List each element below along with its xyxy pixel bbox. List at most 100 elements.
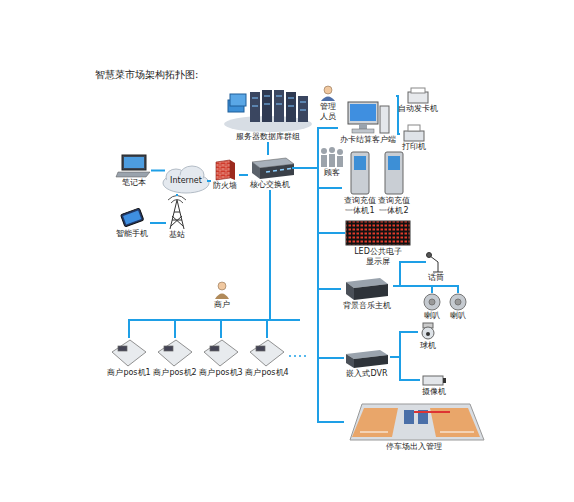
microphone-icon-part [430, 256, 443, 272]
merchant-person-icon [215, 282, 229, 299]
internet-cloud-part [165, 175, 207, 191]
device-node: 喇叭 [422, 293, 442, 321]
customers-icon-part [337, 149, 343, 155]
switch-icon-part [260, 164, 294, 179]
network-link [221, 190, 270, 338]
kiosk-icon-part [351, 152, 369, 194]
device-node: 商户 [212, 281, 232, 310]
pos-machine-icon-part [210, 346, 219, 351]
parking-icon [350, 404, 484, 440]
pos-continuation-part [289, 355, 291, 357]
dvr-icon-part [346, 354, 354, 368]
device-node: 防火墙 [211, 159, 239, 191]
network-link [390, 332, 418, 357]
device-node: 球机 [418, 322, 438, 351]
speaker-icon-part [429, 299, 435, 305]
network-link [396, 96, 398, 118]
card-dispenser-icon-part [408, 92, 428, 103]
music-host-icon-part [346, 282, 354, 300]
switch-icon-part [266, 169, 291, 173]
device-node: 商户pos机3 [197, 338, 244, 378]
merchant-person-icon-part [215, 294, 229, 300]
parking-icon-part [350, 404, 484, 440]
node-label: 查询充值 一体机2 [378, 196, 410, 216]
node-label: 商户 [214, 300, 230, 310]
device-node: LED公共电子 显示屏 [345, 220, 411, 267]
server-cluster-icon-part [274, 90, 284, 122]
network-link [393, 262, 426, 286]
pos-continuation-part [299, 355, 301, 357]
pos-machine-icon-part [112, 340, 146, 366]
firewall-icon-part [216, 160, 230, 180]
node-label: 自动发卡机 [398, 104, 438, 114]
node-label: 停车场出入管理 [386, 442, 442, 452]
laptop-icon [116, 155, 150, 177]
device-node: 话筒 [426, 252, 446, 283]
device-node: 喇叭 [448, 293, 468, 321]
manager-person-icon-part [321, 97, 335, 102]
smartphone-icon-part [121, 208, 144, 227]
node-label: 背景音乐主机 [343, 301, 391, 311]
device-node: 商户pos机4 [243, 338, 290, 378]
server-cluster-icon-part [230, 94, 246, 106]
led-display-icon [346, 221, 410, 245]
manager-person-icon-part [324, 86, 332, 94]
pos-machine-icon-part [118, 346, 127, 351]
speaker-icon-part [450, 294, 466, 310]
device-node: 停车场出入管理 [344, 402, 484, 452]
dvr-icon [346, 350, 388, 368]
node-label: 管理 人员 [320, 102, 336, 122]
network-link [393, 286, 432, 293]
switch-icon-part [252, 162, 260, 179]
card-dispenser-icon-part [411, 88, 425, 93]
server-cluster-icon [224, 90, 312, 132]
device-node: 商户pos机2 [151, 338, 198, 378]
node-label: 摄像机 [422, 387, 446, 397]
node-label: 商户pos机4 [245, 368, 288, 378]
node-label: 喇叭 [424, 311, 440, 321]
device-node: 管理 人员 [318, 84, 338, 122]
laptop-icon-part [124, 157, 144, 168]
device-node: 核心交换机 [248, 155, 292, 190]
node-label: 话筒 [428, 273, 444, 283]
customers-icon-part [321, 148, 327, 154]
music-host-icon [346, 278, 388, 300]
client-computer-icon-part [359, 124, 367, 129]
device-node: 基站 [166, 196, 188, 240]
device-node: 笔记本 [117, 153, 151, 188]
pos-continuation [289, 355, 306, 357]
node-label: 商户pos机3 [199, 368, 242, 378]
customers-icon-part [329, 147, 335, 153]
dome-camera-icon-part [422, 327, 434, 339]
node-label: 服务器数据库群组 [236, 132, 300, 142]
speaker-icon-part [455, 299, 461, 305]
parking-icon-part [352, 408, 398, 437]
network-link [151, 170, 165, 172]
parking-icon-part [404, 410, 414, 424]
client-computer-icon-part [350, 104, 376, 121]
network-link [129, 190, 270, 338]
box-camera-icon [423, 376, 446, 385]
device-node: Internet [165, 168, 207, 194]
customers-icon-part [337, 156, 343, 167]
base-station-icon [168, 196, 186, 230]
server-cluster-icon-part [250, 92, 260, 122]
device-node: 摄像机 [420, 373, 448, 397]
device-node: 查询充值 一体机2 [376, 150, 412, 216]
box-camera-icon-part [423, 376, 443, 385]
dome-camera-icon-part [426, 332, 430, 336]
network-link [398, 118, 400, 134]
node-label: 喇叭 [450, 311, 466, 321]
device-node: 顾客 [320, 147, 344, 178]
pos-machine-icon-part [250, 340, 284, 366]
device-node: 服务器数据库群组 [224, 86, 312, 142]
base-station-icon-part [168, 196, 186, 204]
pos-machine-icon-part [204, 340, 238, 366]
network-link [207, 180, 211, 182]
device-node: 背景音乐主机 [341, 277, 393, 311]
parking-icon-part [414, 411, 450, 413]
music-host-icon-part [354, 284, 388, 300]
